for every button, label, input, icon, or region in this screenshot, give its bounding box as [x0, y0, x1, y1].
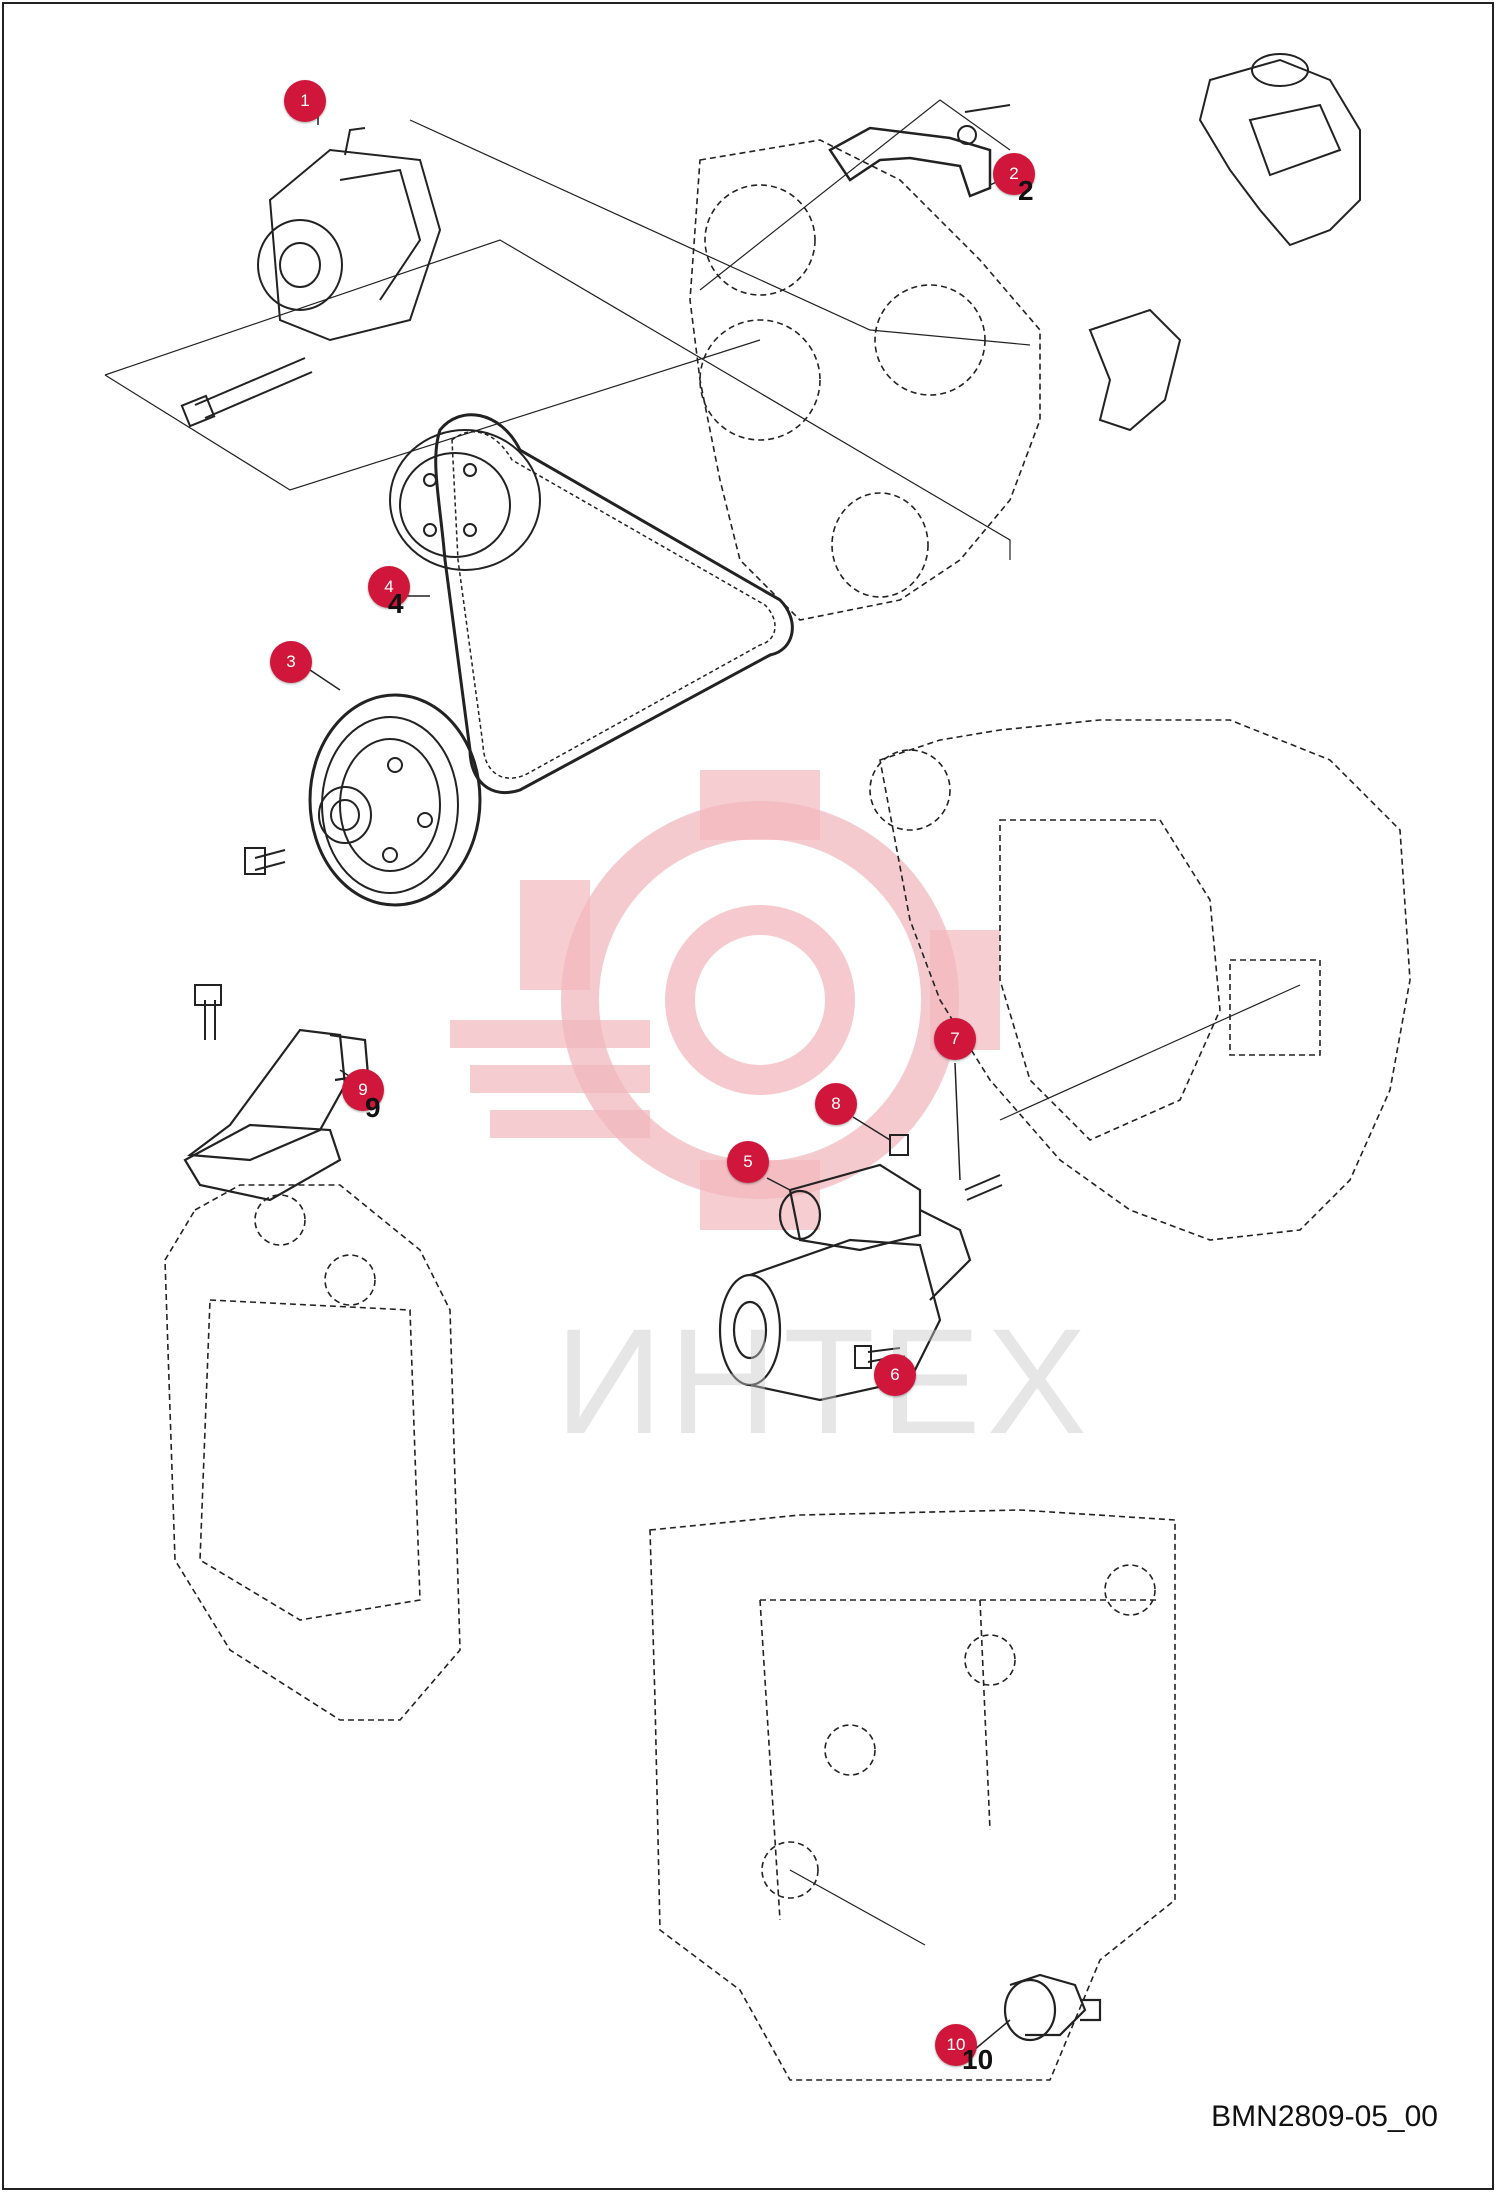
nut-8: [889, 1134, 909, 1156]
rear-cover: [164, 1184, 461, 1721]
alternator-bracket-part: [828, 126, 992, 198]
crankshaft-pulley-part: [308, 693, 482, 907]
flywheel-housing: [869, 719, 1411, 1241]
reference-lines: [104, 99, 1031, 560]
sensor-part: [183, 1028, 370, 1202]
thermostat-housing: [1198, 53, 1361, 247]
bracket-bolt-2: [964, 104, 1011, 113]
callout-2: 2: [993, 153, 1035, 195]
cylinder-block: [649, 1509, 1176, 2081]
mounting-line: [999, 984, 1301, 1121]
v-belt-inner: [451, 431, 776, 779]
callout-4: 4: [368, 566, 410, 608]
callout-10: 10: [935, 2024, 977, 2066]
stud-7: [964, 1174, 1003, 1201]
support-bracket: [1088, 308, 1182, 432]
sensor-screw-head: [194, 984, 222, 1006]
callout-5: 5: [727, 1141, 769, 1183]
watermark-gear-teeth: [450, 770, 1000, 1230]
oil-pressure-switch-part: [1003, 1973, 1102, 2042]
alternator-part: [257, 127, 442, 342]
callout-6: 6: [874, 1354, 916, 1396]
alternator-bolt: [194, 357, 313, 419]
part-label-10: 10: [962, 2044, 994, 2075]
water-pump-pulley: [389, 429, 541, 571]
crank-bolt-head: [244, 847, 266, 875]
bracket-washer: [957, 125, 977, 145]
callout-9: 9: [342, 1069, 384, 1111]
alternator-bolt-head: [180, 394, 216, 428]
part-label-9: 9: [365, 1092, 381, 1123]
drawing-code: BMN2809-05_00: [1211, 2100, 1438, 2133]
part-label-2: 2: [1018, 175, 1034, 206]
oil-passage-line: [789, 1869, 926, 1946]
starter-bolt-6-head: [854, 1345, 872, 1369]
callout-7: 7: [934, 1018, 976, 1060]
v-belt-part: [434, 413, 794, 795]
callout-8: 8: [815, 1083, 857, 1125]
crank-bolt: [254, 849, 286, 871]
gear-case: [689, 139, 1041, 621]
sensor-screw: [204, 1000, 216, 1040]
part-label-4: 4: [388, 588, 404, 619]
watermark-text: ИНТЕХ: [555, 1297, 1093, 1465]
starter-motor-part: [718, 1163, 972, 1402]
callout-3: 3: [270, 641, 312, 683]
callout-1: 1: [284, 80, 326, 122]
